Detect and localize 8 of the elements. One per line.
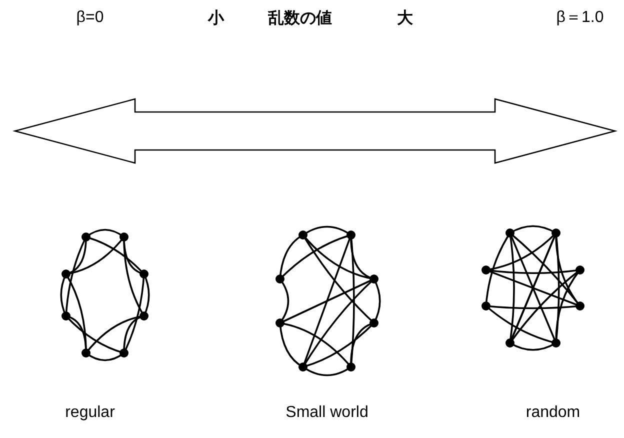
axis-title: 乱数の値 [268, 8, 332, 28]
scale-label: 大 [397, 8, 413, 28]
network-caption: Small world [286, 403, 368, 423]
parameter-label: β=0 [76, 8, 104, 28]
network-caption: random [526, 403, 580, 423]
parameter-label: β＝1.0 [556, 8, 604, 28]
network-caption: regular [65, 403, 115, 423]
scale-label: 小 [208, 8, 224, 28]
